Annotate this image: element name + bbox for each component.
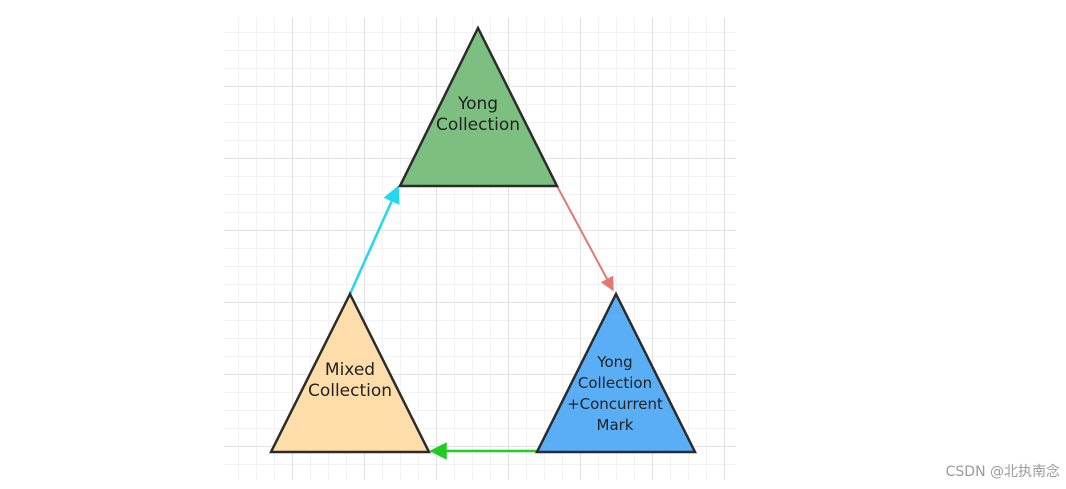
watermark: CSDN @北执南念: [945, 464, 1060, 480]
young-collection-label-line: Collection: [435, 114, 521, 135]
concurrent-mark-label-line: Yong: [597, 353, 633, 371]
young-collection-label: Yong Collection: [408, 94, 548, 135]
young-collection-triangle: [397, 25, 560, 188]
arrow-young-to-concurrent: [556, 185, 614, 292]
mixed-collection-triangle: [268, 291, 432, 454]
concurrent-mark-label: Yong Collection +Concurrent Mark: [551, 352, 679, 436]
young-collection-label-line: Yong: [457, 94, 499, 114]
arrow-mixed-to-young: [348, 185, 400, 295]
concurrent-mark-label-line: +Concurrent: [567, 395, 663, 413]
concurrent-mark-label-line: Mark: [596, 416, 634, 434]
mixed-collection-label-line: Collection: [307, 380, 393, 401]
concurrent-mark-triangle: [534, 291, 698, 454]
mixed-collection-label-line: Mixed: [324, 360, 376, 380]
mixed-collection-label: Mixed Collection: [282, 360, 418, 401]
concurrent-mark-label-line: Collection: [577, 374, 653, 392]
